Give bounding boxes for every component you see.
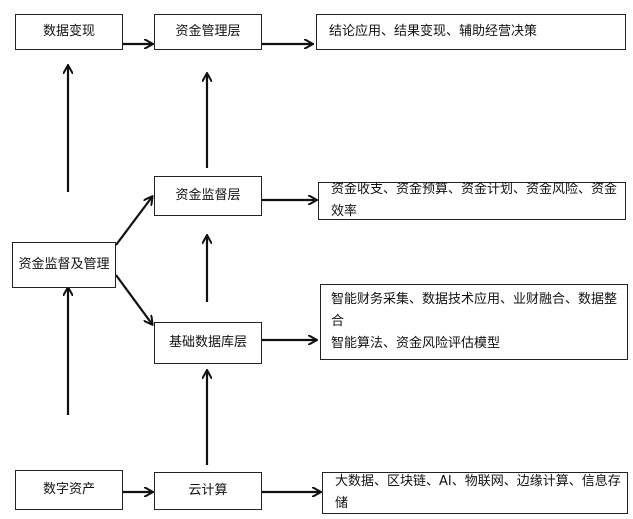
node-cloud-computing: 云计算 — [154, 472, 262, 510]
arrow-supervision-management-to-database-layer — [115, 274, 152, 324]
node-fund-supervision-management: 资金监督及管理 — [12, 242, 116, 288]
node-fund-management-layer: 资金管理层 — [154, 14, 262, 50]
node-fund-management-outcomes: 结论应用、结果变现、辅助经营决策 — [316, 14, 626, 50]
node-data-realization: 数据变现 — [15, 14, 123, 50]
node-database-items: 智能财务采集、数据技术应用、业财融合、数据整合 智能算法、资金风险评估模型 — [320, 284, 628, 360]
node-digital-assets: 数字资产 — [15, 470, 123, 510]
node-fund-supervision-items: 资金收支、资金预算、资金计划、资金风险、资金效率 — [318, 182, 626, 220]
database-items-line-2: 智能算法、资金风险评估模型 — [331, 336, 501, 352]
node-basic-database-layer: 基础数据库层 — [154, 322, 262, 364]
node-fund-supervision-layer: 资金监督层 — [154, 176, 262, 216]
arrow-supervision-management-to-supervision-layer — [115, 197, 152, 246]
node-cloud-technologies: 大数据、区块链、AI、物联网、边缘计算、信息存储 — [322, 472, 628, 514]
database-items-line-1: 智能财务采集、数据技术应用、业财融合、数据整合 — [331, 291, 618, 329]
